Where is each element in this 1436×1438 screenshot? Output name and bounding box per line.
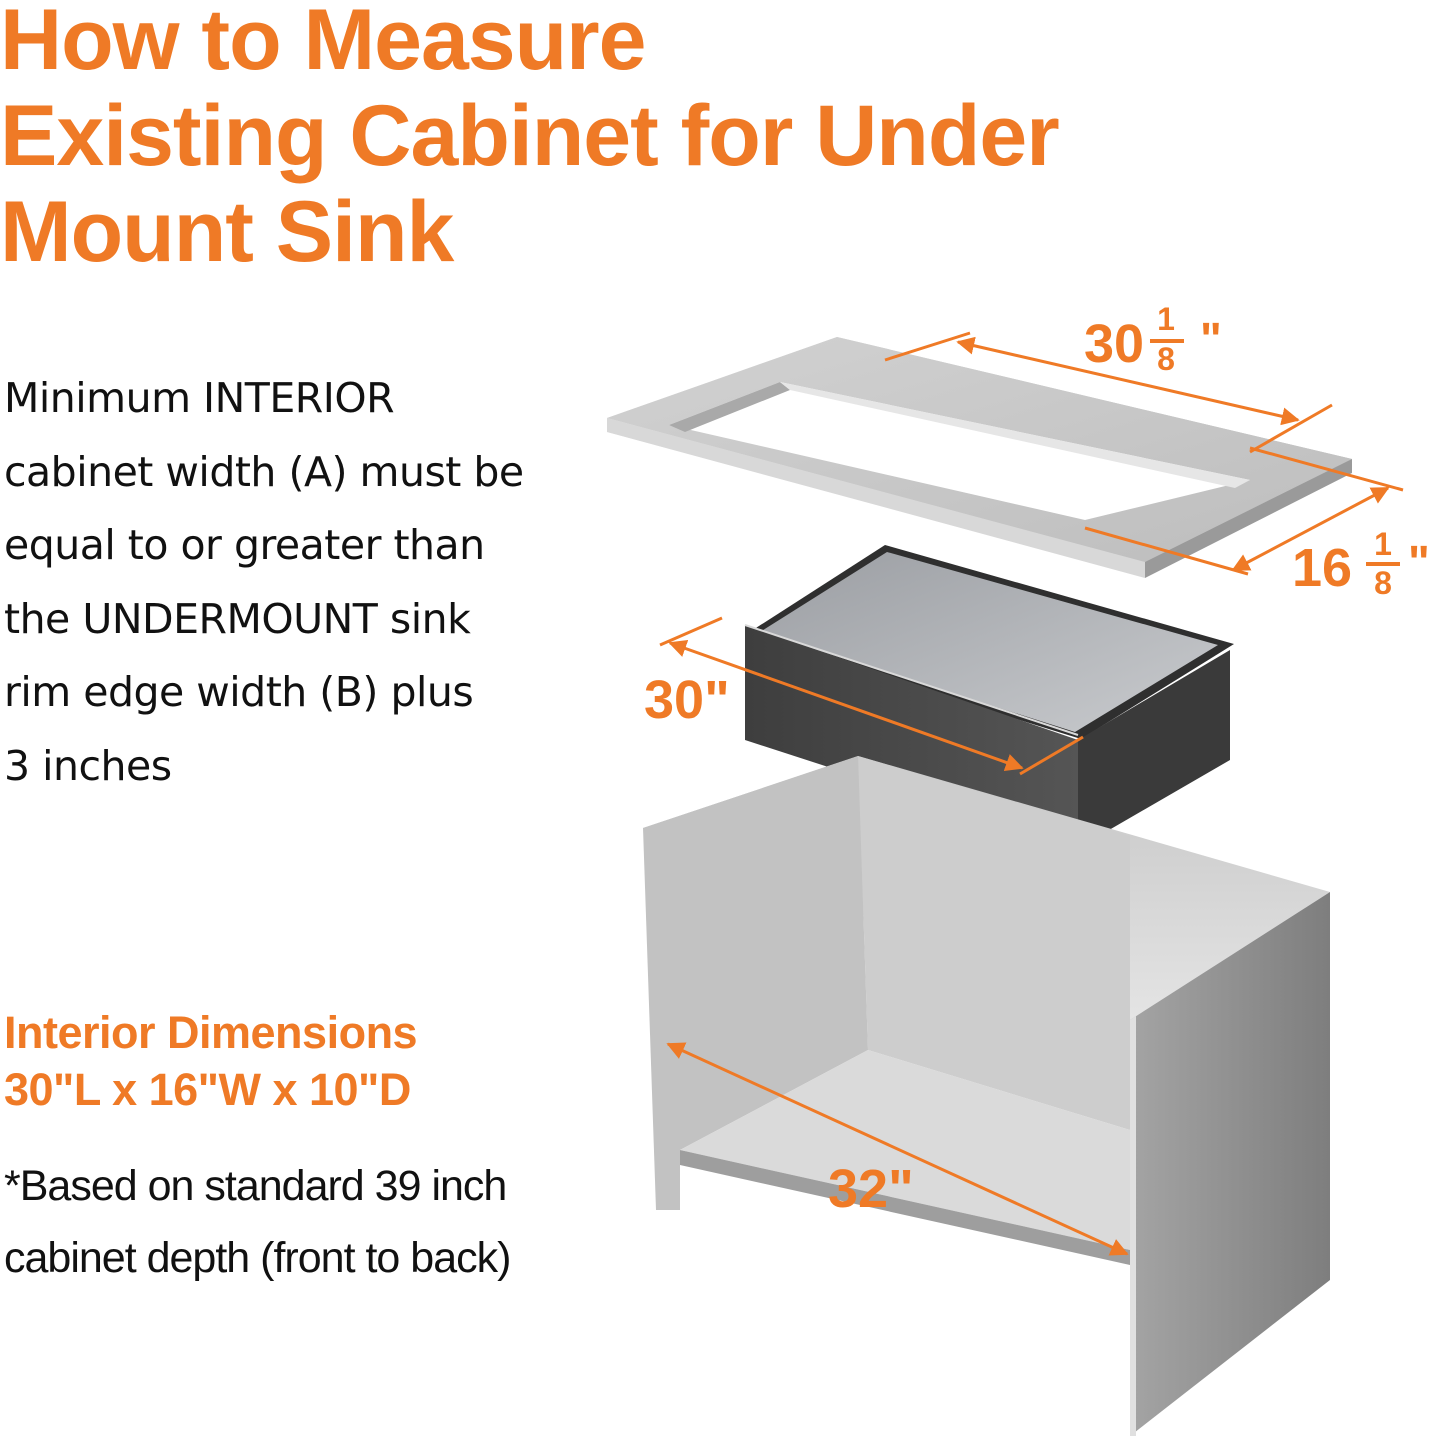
- svg-text:30: 30: [1084, 314, 1144, 374]
- countertop-illustration: [607, 337, 1352, 578]
- svg-text:1: 1: [1374, 526, 1392, 562]
- svg-text:1: 1: [1157, 301, 1175, 337]
- description-line: equal to or greater than: [4, 521, 485, 569]
- sink-length-label: 30": [644, 670, 730, 730]
- description-line: rim edge width (B) plus: [4, 668, 474, 716]
- footnote-line: *Based on standard 39 inch: [4, 1162, 507, 1210]
- cabinet-illustration: [643, 756, 1330, 1436]
- footnote: *Based on standard 39 inch cabinet depth…: [4, 1150, 511, 1294]
- svg-text:": ": [1200, 313, 1222, 365]
- countertop-width-label: 16 1 8 ": [1292, 526, 1430, 601]
- dimension-lines: [659, 331, 1404, 1256]
- page-title: How to Measure Existing Cabinet for Unde…: [0, 0, 1060, 280]
- requirement-description: Minimum INTERIOR cabinet width (A) must …: [4, 362, 524, 803]
- title-line-1: How to Measure: [0, 0, 646, 88]
- footnote-line: cabinet depth (front to back): [4, 1234, 511, 1282]
- interior-dimensions-heading: Interior Dimensions: [4, 1007, 418, 1058]
- description-line: cabinet width (A) must be: [4, 447, 524, 496]
- svg-text:": ": [1408, 536, 1430, 588]
- svg-text:16: 16: [1292, 538, 1352, 598]
- title-line-2: Existing Cabinet for Under: [0, 88, 1060, 184]
- interior-dimensions: Interior Dimensions 30"L x 16"W x 10"D: [4, 1004, 418, 1118]
- svg-text:8: 8: [1374, 565, 1392, 601]
- description-line: Minimum INTERIOR: [4, 374, 395, 422]
- title-line-3: Mount Sink: [0, 184, 454, 280]
- svg-text:8: 8: [1157, 341, 1175, 377]
- cabinet-width-label: 32": [828, 1159, 914, 1219]
- description-line: 3 inches: [4, 741, 172, 790]
- interior-dimensions-value: 30"L x 16"W x 10"D: [4, 1064, 411, 1115]
- countertop-length-label: 30 1 8 ": [1084, 301, 1222, 377]
- description-line: the UNDERMOUNT sink: [4, 594, 471, 643]
